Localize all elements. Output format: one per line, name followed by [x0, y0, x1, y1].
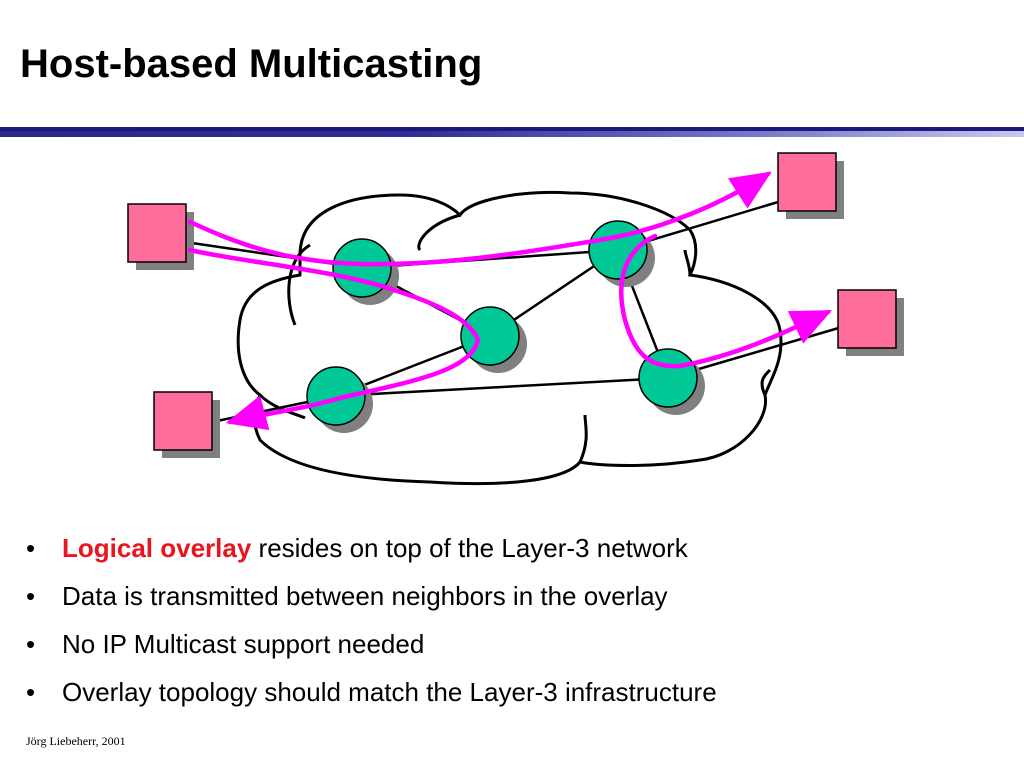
overlay-path-to-bottom-left-host — [187, 247, 481, 431]
router-node — [588, 220, 655, 287]
hosts — [127, 152, 904, 458]
host-node — [153, 391, 220, 458]
router-node — [306, 366, 373, 433]
bullet-text: Data is transmitted between neighbors in… — [62, 581, 668, 611]
bullet-item: • No IP Multicast support needed — [26, 628, 717, 676]
bullet-item: • Overlay topology should match the Layer… — [26, 676, 717, 724]
routers — [306, 220, 705, 433]
bullet-text: No IP Multicast support needed — [62, 629, 425, 659]
host-node — [837, 289, 904, 356]
title-underline — [0, 127, 1024, 137]
bullet-dot: • — [26, 677, 36, 707]
slide-footer: Jörg Liebeherr, 2001 — [26, 734, 126, 748]
bullet-highlight: Logical overlay — [62, 533, 252, 563]
bullet-text: resides on top of the Layer-3 network — [251, 533, 688, 563]
bullet-dot: • — [26, 533, 36, 563]
bullet-list: • Logical overlay resides on top of the L… — [26, 532, 717, 724]
bullet-item: • Data is transmitted between neighbors i… — [26, 580, 717, 628]
host-node — [127, 203, 194, 270]
overlay-path-to-right-host — [619, 233, 833, 369]
overlay-paths — [187, 171, 833, 431]
bullet-dot: • — [26, 581, 36, 611]
host-node — [777, 152, 844, 219]
slide-title: Host-based Multicasting — [20, 42, 483, 86]
bullet-dot: • — [26, 629, 36, 659]
overlay-path-to-top-right-host — [187, 171, 772, 267]
bullet-text: Overlay topology should match the Layer-… — [62, 677, 717, 707]
bullet-item: • Logical overlay resides on top of the L… — [26, 532, 717, 580]
